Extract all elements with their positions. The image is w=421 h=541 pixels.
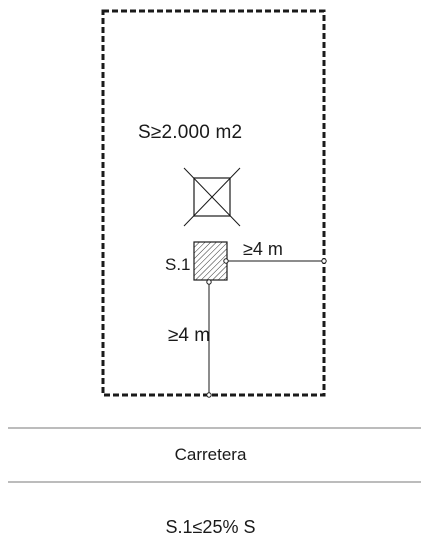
side-setback-dimension bbox=[223, 258, 327, 264]
side-setback-label: ≥4 m bbox=[243, 239, 283, 259]
building-label: S.1 bbox=[165, 255, 191, 274]
front-setback-dimension bbox=[206, 279, 212, 398]
crossed-square-icon bbox=[183, 167, 241, 227]
hatched-square-icon bbox=[193, 241, 228, 281]
plot-area-label: S≥2.000 m2 bbox=[138, 122, 243, 143]
plot-boundary bbox=[101, 9, 326, 397]
front-setback-label: ≥4 m bbox=[168, 325, 211, 346]
occupancy-rule-label: S.1≤25% S bbox=[165, 517, 256, 537]
road-label: Carretera bbox=[174, 445, 247, 464]
